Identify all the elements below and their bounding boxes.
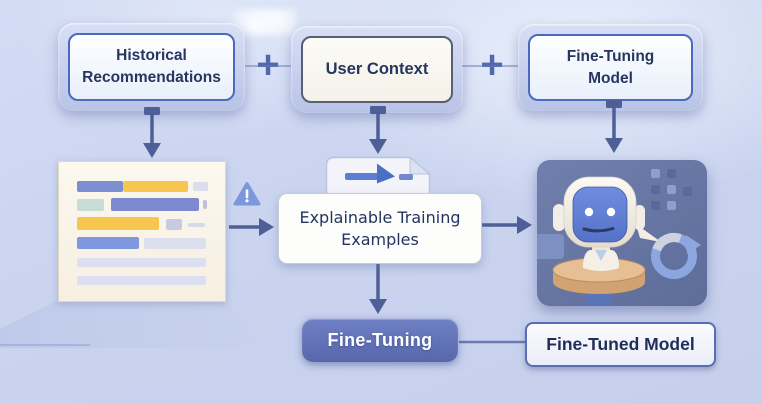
robot-assistant-illustration bbox=[534, 160, 707, 306]
table-bar bbox=[77, 199, 104, 211]
table-bar bbox=[77, 181, 123, 192]
panel-ground-shadow bbox=[0, 300, 268, 348]
node-label: Fine-Tuning Model bbox=[566, 47, 655, 87]
node-explainable-training-examples: Explainable Training Examples bbox=[278, 193, 482, 264]
robot-eye-right bbox=[606, 207, 616, 217]
document-dash bbox=[399, 174, 413, 180]
dots-grid-decoration bbox=[651, 169, 692, 210]
node-label: User Context bbox=[325, 59, 429, 78]
arrowhead bbox=[143, 143, 161, 158]
data-table-illustration bbox=[58, 161, 226, 302]
robot-face-screen bbox=[572, 186, 628, 243]
robot-mouth bbox=[582, 227, 615, 233]
node-user-context: User Context bbox=[291, 26, 463, 113]
table-bar bbox=[77, 237, 139, 249]
table-bar bbox=[144, 238, 206, 249]
table-bar bbox=[123, 181, 188, 192]
robot-ear-right bbox=[634, 205, 645, 230]
table-bar bbox=[193, 182, 208, 191]
table-bar bbox=[77, 276, 206, 285]
node-label: Historical Recommendations bbox=[82, 47, 221, 86]
robot-ear-left bbox=[553, 204, 565, 231]
table-bar bbox=[77, 217, 159, 230]
arrowhead bbox=[369, 139, 387, 154]
node-label: Explainable Training Examples bbox=[299, 207, 461, 249]
background-line-artifact bbox=[0, 344, 90, 346]
table-bar bbox=[166, 219, 182, 230]
side-flag-shape bbox=[534, 234, 564, 259]
table-bar bbox=[188, 223, 205, 227]
arrowhead bbox=[517, 216, 532, 234]
robot-eye-left bbox=[584, 207, 594, 217]
node-label: Fine-Tuned Model bbox=[546, 334, 695, 354]
arrowhead bbox=[605, 138, 623, 153]
node-fine-tuned-model: Fine-Tuned Model bbox=[525, 322, 716, 367]
node-historical-inner: Historical Recommendations bbox=[68, 33, 235, 101]
fine-tuning-label: Fine-Tuning bbox=[327, 329, 433, 350]
table-bar bbox=[77, 258, 206, 267]
warning-triangle-icon bbox=[233, 182, 261, 206]
node-fine-tuning-model: Fine-Tuning Model bbox=[518, 24, 703, 111]
arrowhead bbox=[369, 299, 387, 314]
refresh-cycle-icon bbox=[651, 233, 701, 279]
fine-tuning-button: Fine-Tuning bbox=[302, 318, 458, 362]
table-bar bbox=[111, 198, 199, 211]
document-folded-corner bbox=[409, 156, 431, 175]
document-with-arrow-icon bbox=[325, 156, 431, 200]
document-arrow-head bbox=[377, 163, 395, 184]
robot-collar-vee bbox=[595, 250, 607, 261]
node-user-context-inner: User Context bbox=[301, 36, 453, 103]
node-fine-tuning-model-inner: Fine-Tuning Model bbox=[528, 34, 693, 101]
warning-exclamation-dot bbox=[245, 199, 249, 203]
node-historical-recommendations: Historical Recommendations bbox=[58, 23, 245, 111]
arrowhead bbox=[259, 218, 274, 236]
pointer-tail-shape bbox=[636, 224, 661, 242]
document-arrow-line bbox=[345, 173, 380, 180]
robot-illustration-svg bbox=[534, 169, 701, 306]
table-bar bbox=[203, 200, 207, 209]
